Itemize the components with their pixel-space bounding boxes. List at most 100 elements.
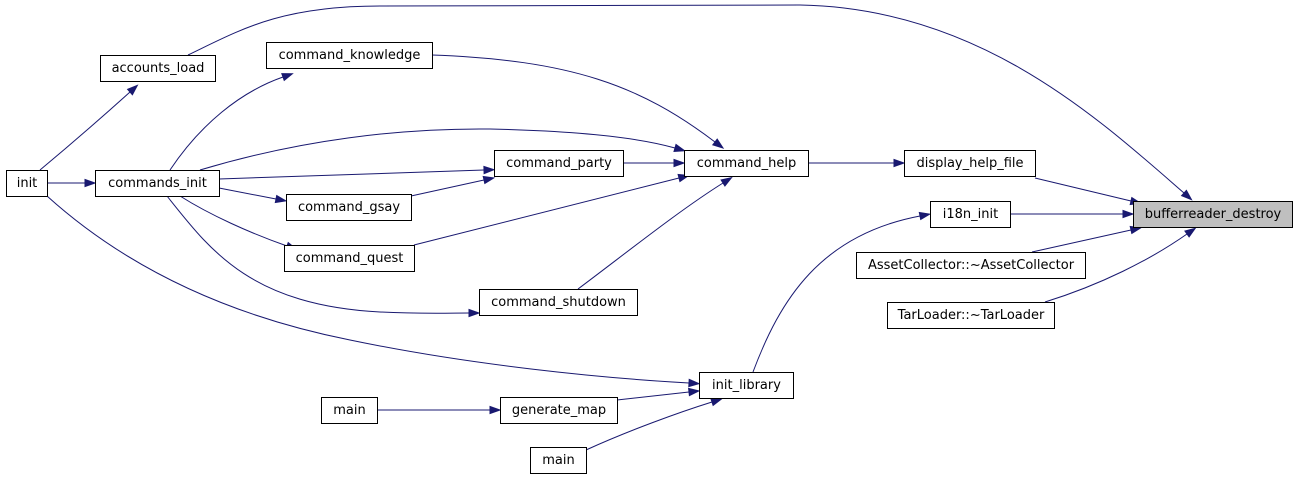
edge-line [179, 195, 288, 247]
edge-line [39, 91, 131, 171]
node-label: accounts_load [112, 61, 205, 76]
node-init[interactable]: init [6, 170, 48, 197]
node-label: command_shutdown [491, 295, 626, 310]
node-display-help-file[interactable]: display_help_file [904, 150, 1036, 177]
arrowhead [1122, 209, 1135, 219]
node-accounts-load[interactable]: accounts_load [100, 55, 216, 82]
arrowhead [84, 178, 97, 188]
arrowhead [126, 84, 139, 96]
arrowhead [688, 378, 701, 388]
node-command-knowledge[interactable]: command_knowledge [266, 42, 433, 69]
node-box [284, 245, 415, 272]
edge-line [199, 128, 676, 171]
edge-asset-collector-dtor-to-bufferreader-destroy [1031, 225, 1143, 253]
node-main-1[interactable]: main [321, 397, 378, 424]
edge-line [410, 179, 485, 197]
node-label: generate_map [512, 403, 606, 418]
node-label: command_knowledge [279, 48, 421, 63]
edge-line [166, 195, 470, 314]
node-label: main [333, 403, 365, 418]
edge-line [46, 195, 690, 384]
node-generate-map[interactable]: generate_map [500, 397, 618, 424]
arrowhead [482, 175, 496, 185]
arrowhead [673, 158, 686, 168]
node-label: command_help [697, 156, 797, 171]
node-command-party[interactable]: command_party [494, 150, 624, 177]
arrowhead [710, 398, 723, 407]
edge-command-help-to-display-help-file [808, 158, 906, 168]
node-label: display_help_file [916, 156, 1023, 171]
node-box [6, 170, 48, 197]
node-box [286, 194, 412, 221]
edge-line [1031, 229, 1132, 253]
node-box [904, 150, 1036, 177]
edge-command-quest-to-command-help [413, 173, 691, 246]
node-box [479, 289, 638, 316]
edge-line [431, 54, 716, 143]
edge-line [585, 401, 713, 451]
node-tar-loader-dtor[interactable]: TarLoader::~TarLoader [887, 302, 1055, 329]
edge-init-to-accounts-load [39, 84, 139, 171]
edge-line [616, 391, 690, 401]
node-i18n-init[interactable]: i18n_init [930, 201, 1011, 228]
edge-line [413, 177, 680, 246]
arrowhead [274, 194, 288, 204]
edge-i18n-init-to-bufferreader-destroy [1010, 209, 1135, 219]
node-box [699, 372, 794, 399]
node-label: command_quest [296, 251, 404, 266]
node-commands-init[interactable]: commands_init [95, 170, 220, 197]
node-label: i18n_init [943, 207, 998, 222]
arrowhead [673, 143, 687, 153]
node-bufferreader-destroy[interactable]: bufferreader_destroy [1133, 201, 1293, 228]
edge-line [1044, 233, 1188, 303]
node-box [500, 397, 618, 424]
edge-command-knowledge-to-command-help [431, 54, 725, 149]
node-box [266, 42, 433, 69]
node-label: main [542, 453, 574, 468]
edge-line [169, 76, 284, 171]
edge-line [218, 169, 485, 180]
node-box [1133, 201, 1293, 228]
edge-command-gsay-to-command-party [410, 175, 496, 197]
node-init-library[interactable]: init_library [699, 372, 794, 399]
node-command-shutdown[interactable]: command_shutdown [479, 289, 638, 316]
node-label: commands_init [108, 176, 207, 191]
arrowhead [720, 176, 733, 187]
node-command-help[interactable]: command_help [684, 150, 809, 177]
node-main-2[interactable]: main [530, 447, 587, 474]
node-box [530, 447, 587, 474]
edge-commands-init-to-command-party [218, 165, 496, 180]
node-command-gsay[interactable]: command_gsay [286, 194, 412, 221]
node-label: bufferreader_destroy [1145, 207, 1282, 222]
edge-line [218, 187, 277, 200]
node-command-quest[interactable]: command_quest [284, 245, 415, 272]
edge-commands-init-to-command-quest [179, 195, 298, 250]
node-box [95, 170, 220, 197]
arrowhead [918, 211, 932, 221]
node-box [100, 55, 216, 82]
edge-display-help-file-to-bufferreader-destroy [1034, 177, 1143, 206]
arrowhead [688, 387, 701, 397]
node-label: command_gsay [298, 200, 400, 215]
arrowhead [468, 308, 481, 318]
edge-generate-map-to-init-library [616, 387, 701, 401]
node-box [930, 201, 1011, 228]
node-asset-collector-dtor[interactable]: AssetCollector::~AssetCollector [856, 252, 1086, 279]
edge-init-to-commands-init [47, 178, 97, 188]
edge-line [577, 182, 724, 290]
arrowhead [1184, 227, 1197, 238]
edge-accounts-load-to-bufferreader-destroy [187, 4, 1193, 201]
node-label: TarLoader::~TarLoader [897, 308, 1045, 323]
edge-commands-init-to-command-knowledge [169, 73, 294, 171]
arrowhead [893, 158, 906, 168]
node-label: init [17, 176, 38, 191]
edge-init-to-init-library [46, 195, 701, 388]
node-label: command_party [506, 156, 612, 171]
arrowhead [1180, 189, 1193, 201]
node-label: init_library [712, 378, 781, 393]
edge-init-library-to-i18n-init [752, 211, 932, 373]
edge-tar-loader-dtor-to-bufferreader-destroy [1044, 227, 1197, 303]
arrowhead [483, 165, 496, 175]
edge-line [1034, 177, 1132, 202]
